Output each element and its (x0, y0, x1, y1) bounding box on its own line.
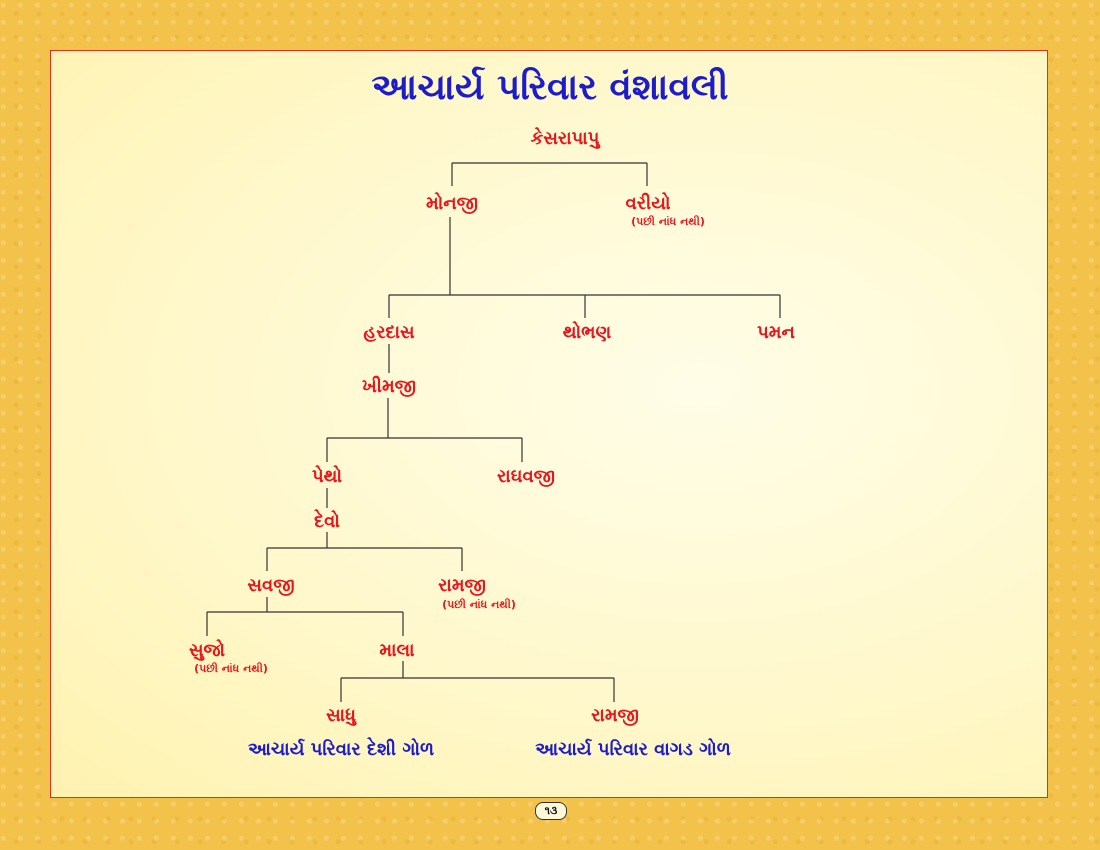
node-devo: દેવો (314, 511, 340, 532)
node-sadhu: સાધુ (326, 705, 356, 726)
node-thobhan: થોભણ (562, 322, 612, 343)
page-number: ૧૩ (535, 802, 567, 820)
node-monji: મોનજી (426, 193, 478, 214)
node-savji: સવજી (247, 575, 295, 596)
page-title: આચાર્ય પરિવાર વંશાવલી (371, 66, 729, 108)
note-sujo: (પછી નાંધ નથી) (194, 662, 268, 675)
note-ramji-1: (પછી નાંધ નથી) (442, 598, 516, 611)
node-variyo: વરીયો (625, 193, 671, 214)
node-petho: પેથો (312, 466, 342, 487)
note-variyo: (પછી નાંધ નથી) (631, 215, 705, 228)
node-mala: માલા (379, 640, 415, 661)
node-kesarapapu: કેસરાપાપુ (530, 128, 600, 149)
node-hardas: હરદાસ (363, 322, 415, 343)
node-ramji-1: રામજી (438, 575, 486, 596)
content-panel (50, 50, 1048, 798)
node-ramji-2: રામજી (591, 705, 639, 726)
node-paman: પમન (757, 322, 795, 343)
branch-label-vagad: આચાર્ય પરિવાર વાગડ ગોળ (535, 739, 731, 760)
branch-label-deshi: આચાર્ય પરિવાર દેશી ગોળ (247, 739, 435, 760)
node-sujo: સુજો (188, 640, 226, 661)
node-raghavji: રાઘવજી (496, 466, 556, 487)
node-khimji: ખીમજી (362, 376, 416, 397)
